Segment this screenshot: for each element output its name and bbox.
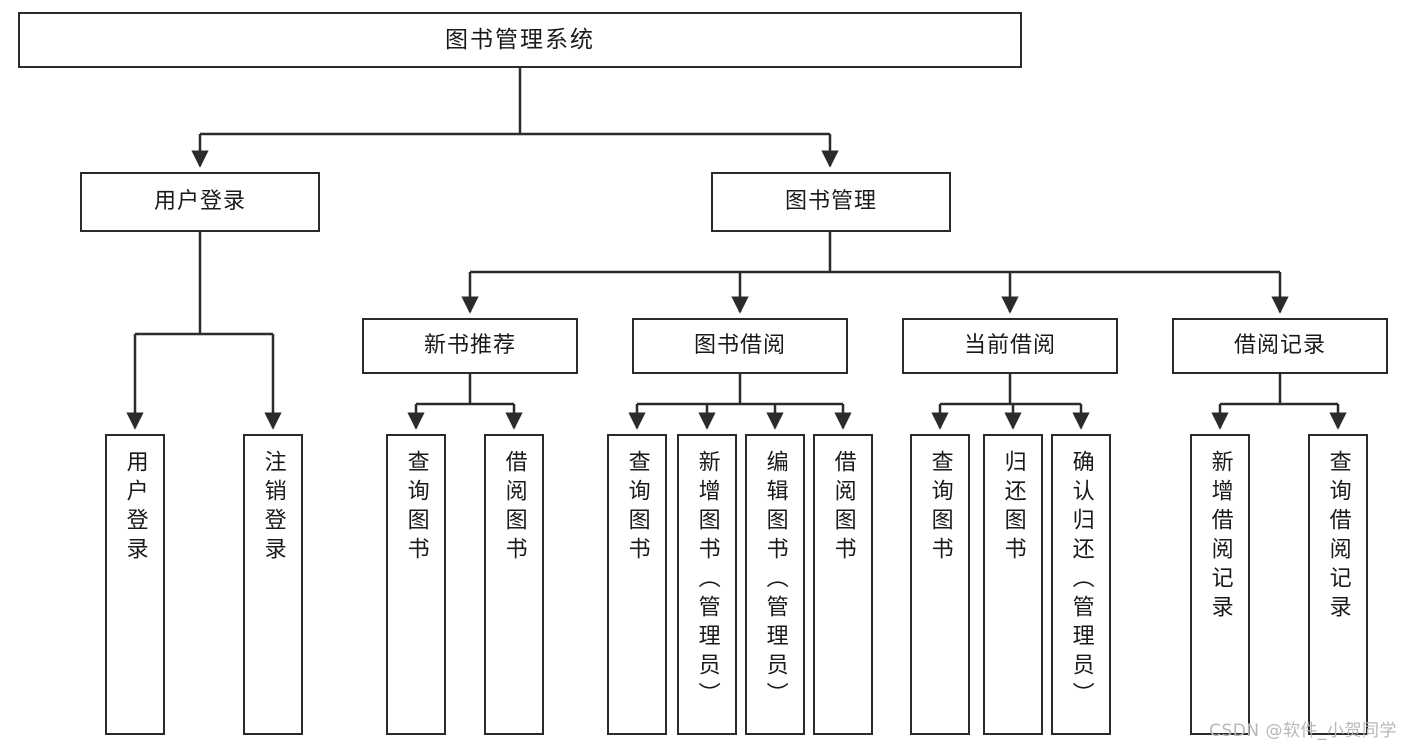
watermark: CSDN @软件_小贺同学: [1209, 721, 1397, 741]
node-leaf-logout-label: 注销登录: [260, 450, 286, 566]
node-leaf-confirm-return[interactable]: 确认归还（管理员）: [1051, 434, 1111, 735]
node-book-borrow[interactable]: 图书借阅: [632, 318, 848, 374]
node-leaf-user-login-label: 用户登录: [122, 450, 148, 566]
node-book-manage[interactable]: 图书管理: [711, 172, 951, 232]
node-leaf-confirm-return-label: 确认归还（管理员）: [1068, 450, 1094, 711]
node-root[interactable]: 图书管理系统: [18, 12, 1022, 68]
node-leaf-query-book-2-label: 查询图书: [624, 450, 650, 566]
node-leaf-query-book-1-label: 查询图书: [403, 450, 429, 566]
node-leaf-query-record[interactable]: 查询借阅记录: [1308, 434, 1368, 735]
node-leaf-add-record[interactable]: 新增借阅记录: [1190, 434, 1250, 735]
node-leaf-edit-book-label: 编辑图书（管理员）: [762, 450, 788, 711]
node-new-book-recommend-label: 新书推荐: [423, 333, 516, 359]
node-book-manage-label: 图书管理: [784, 189, 877, 215]
node-user-login-label: 用户登录: [153, 189, 246, 215]
node-book-borrow-label: 图书借阅: [693, 333, 786, 359]
node-leaf-borrow-book-1-label: 借阅图书: [501, 450, 527, 566]
node-leaf-borrow-book-2-label: 借阅图书: [830, 450, 856, 566]
node-user-login[interactable]: 用户登录: [80, 172, 320, 232]
node-current-borrow[interactable]: 当前借阅: [902, 318, 1118, 374]
node-new-book-recommend[interactable]: 新书推荐: [362, 318, 578, 374]
node-current-borrow-label: 当前借阅: [963, 333, 1056, 359]
node-borrow-record[interactable]: 借阅记录: [1172, 318, 1388, 374]
node-root-label: 图书管理系统: [445, 26, 595, 53]
node-leaf-borrow-book-1[interactable]: 借阅图书: [484, 434, 544, 735]
node-leaf-edit-book[interactable]: 编辑图书（管理员）: [745, 434, 805, 735]
node-leaf-add-record-label: 新增借阅记录: [1207, 450, 1233, 624]
node-leaf-borrow-book-2[interactable]: 借阅图书: [813, 434, 873, 735]
node-leaf-query-record-label: 查询借阅记录: [1325, 450, 1351, 624]
node-leaf-query-book-3-label: 查询图书: [927, 450, 953, 566]
node-leaf-return-book-label: 归还图书: [1000, 450, 1026, 566]
node-leaf-add-book-label: 新增图书（管理员）: [694, 450, 720, 711]
node-leaf-add-book[interactable]: 新增图书（管理员）: [677, 434, 737, 735]
node-leaf-query-book-2[interactable]: 查询图书: [607, 434, 667, 735]
node-borrow-record-label: 借阅记录: [1233, 333, 1326, 359]
node-leaf-return-book[interactable]: 归还图书: [983, 434, 1043, 735]
node-leaf-user-login[interactable]: 用户登录: [105, 434, 165, 735]
node-leaf-query-book-1[interactable]: 查询图书: [386, 434, 446, 735]
node-leaf-logout[interactable]: 注销登录: [243, 434, 303, 735]
node-leaf-query-book-3[interactable]: 查询图书: [910, 434, 970, 735]
